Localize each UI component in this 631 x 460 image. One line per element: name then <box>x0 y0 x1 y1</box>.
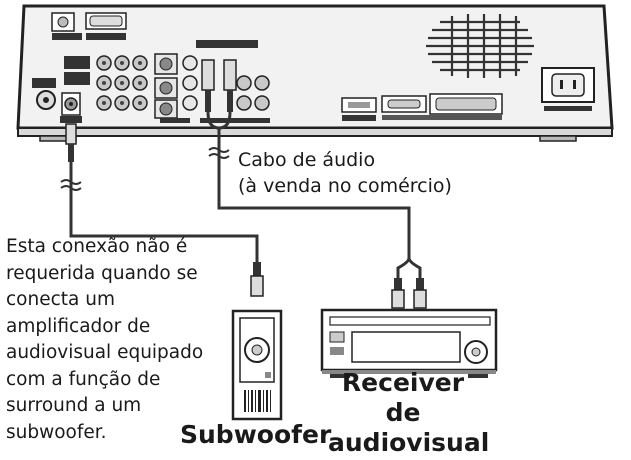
player-rear-panel <box>16 4 614 142</box>
audio-cable-label-line1: Cabo de áudio <box>238 149 376 171</box>
receiver-label-line1: Receiver de <box>341 368 465 427</box>
audio-cable <box>201 59 427 309</box>
audio-cable-label-line2: (à venda no comércio) <box>238 175 452 197</box>
subwoofer-label: Subwoofer <box>180 420 332 449</box>
subwoofer-cable <box>60 123 264 297</box>
connection-note: Esta conexão não é requerida quando se c… <box>6 236 204 443</box>
audio-cable-label: Cabo de áudio (à venda no comércio) <box>238 147 452 199</box>
subwoofer-device <box>231 309 283 421</box>
receiver-label-line2: audiovisual <box>328 428 490 457</box>
av-receiver-device <box>320 308 498 378</box>
receiver-label: Receiver de audiovisual <box>328 368 490 458</box>
